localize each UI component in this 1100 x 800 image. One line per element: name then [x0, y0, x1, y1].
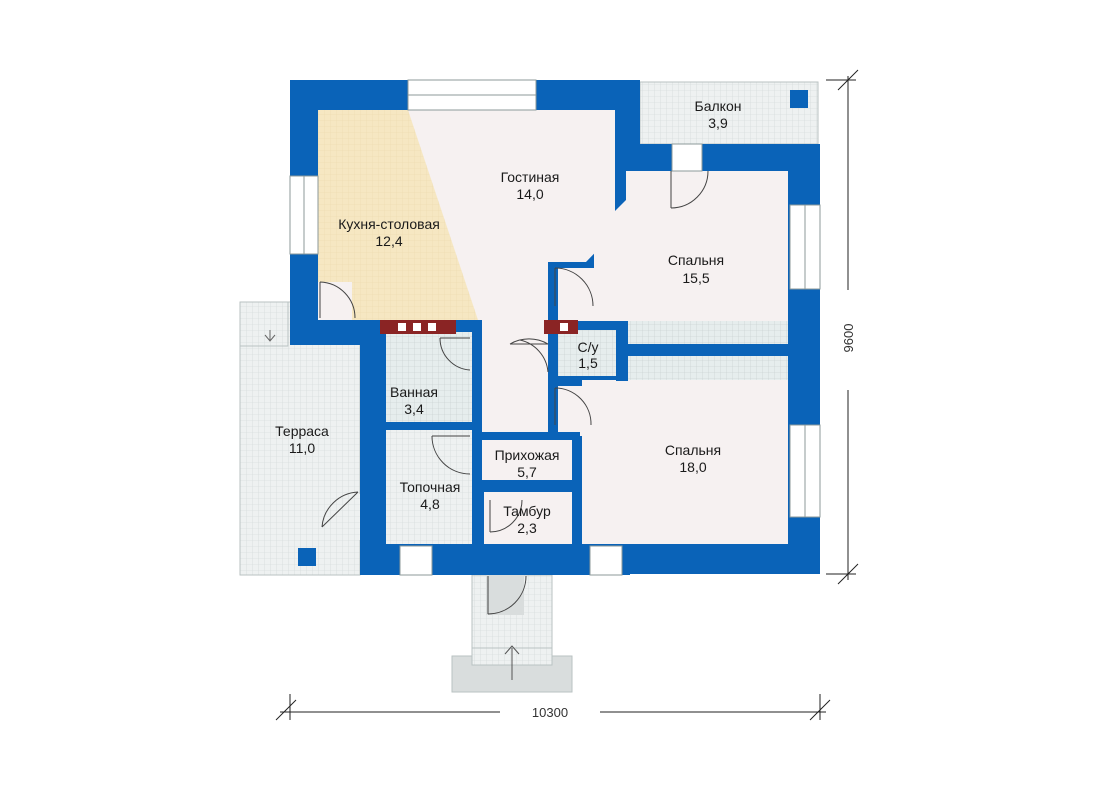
balcony-area — [639, 81, 819, 145]
bedroom2-area: 18,0 — [679, 459, 706, 475]
terrace-name: Терраса — [275, 423, 329, 439]
living-area: 14,0 — [516, 186, 543, 202]
dimension-width-label: 10300 — [532, 705, 568, 720]
vestibule-name: Тамбур — [503, 503, 551, 519]
room-floors — [318, 110, 788, 544]
balcony-post — [790, 90, 808, 108]
dimension-height — [826, 69, 859, 585]
bedroom1-area: 15,5 — [682, 270, 709, 286]
hall-area: 5,7 — [517, 464, 537, 480]
wc-area: 1,5 — [578, 355, 598, 371]
terrace-area-value: 11,0 — [289, 440, 315, 456]
boiler-name: Топочная — [400, 479, 461, 495]
kitchen-area: 12,4 — [375, 233, 402, 249]
bath-area: 3,4 — [404, 401, 424, 417]
dimension-height-label: 9600 — [841, 324, 856, 353]
vestibule-area: 2,3 — [517, 520, 537, 536]
hall-name: Прихожая — [495, 447, 560, 463]
terrace-area — [239, 301, 361, 576]
stove — [380, 320, 578, 334]
balcony-name: Балкон — [695, 98, 742, 114]
windows — [289, 79, 821, 576]
boiler-area: 4,8 — [420, 496, 440, 512]
doors — [318, 170, 709, 615]
balcony-area-value: 3,9 — [708, 115, 728, 131]
window-south-1 — [399, 545, 433, 576]
dimension-width — [275, 694, 831, 721]
balcony-door — [671, 143, 703, 172]
living-name: Гостиная — [501, 169, 560, 185]
terrace-post — [298, 548, 316, 566]
window-south-2 — [589, 545, 623, 576]
bath-name: Ванная — [390, 384, 438, 400]
wc-name: С/у — [578, 339, 599, 355]
room-labels: Кухня-столовая 12,4 Гостиная 14,0 Балкон… — [275, 98, 741, 536]
bedroom1-name: Спальня — [668, 252, 724, 268]
kitchen-name: Кухня-столовая — [338, 216, 440, 232]
bedroom2-name: Спальня — [665, 442, 721, 458]
